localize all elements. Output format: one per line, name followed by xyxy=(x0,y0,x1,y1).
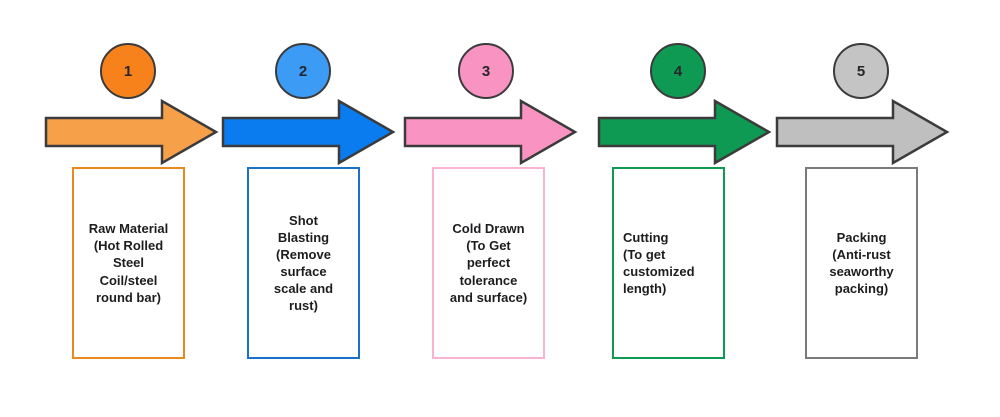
stage-label-5: Packing (Anti-rust seaworthy packing) xyxy=(829,229,894,297)
flow-arrow-4 xyxy=(597,98,772,166)
stage-label-2: Shot Blasting (Remove surface scale and … xyxy=(273,212,334,314)
stage-box-1[interactable]: Raw Material (Hot Rolled Steel Coil/stee… xyxy=(72,167,185,359)
flow-arrow-5-icon xyxy=(775,98,950,166)
flow-arrow-4-icon xyxy=(597,98,772,166)
stage-box-5[interactable]: Packing (Anti-rust seaworthy packing) xyxy=(805,167,918,359)
stage-label-1: Raw Material (Hot Rolled Steel Coil/stee… xyxy=(88,221,169,305)
step-circle-4[interactable]: 4 xyxy=(650,43,706,99)
stage-label-3: Cold Drawn (To Get perfect tolerance and… xyxy=(449,221,528,305)
step-circle-5[interactable]: 5 xyxy=(833,43,889,99)
flow-arrow-1 xyxy=(44,98,219,166)
flow-arrow-3-icon xyxy=(403,98,578,166)
step-number-2: 2 xyxy=(298,62,308,80)
stage-box-2[interactable]: Shot Blasting (Remove surface scale and … xyxy=(247,167,360,359)
stage-box-4[interactable]: Cutting (To get customized length) xyxy=(612,167,725,359)
flow-arrow-1-icon xyxy=(44,98,219,166)
step-circle-3[interactable]: 3 xyxy=(458,43,514,99)
flow-arrow-2-icon xyxy=(221,98,396,166)
flow-arrow-2 xyxy=(221,98,396,166)
stage-label-4: Cutting (To get customized length) xyxy=(623,229,695,297)
step-number-3: 3 xyxy=(481,62,491,80)
stage-box-3[interactable]: Cold Drawn (To Get perfect tolerance and… xyxy=(432,167,545,359)
step-number-5: 5 xyxy=(856,62,866,80)
step-number-1: 1 xyxy=(123,62,133,80)
step-number-4: 4 xyxy=(673,62,683,80)
step-circle-2[interactable]: 2 xyxy=(275,43,331,99)
flow-arrow-5 xyxy=(775,98,950,166)
flow-arrow-3 xyxy=(403,98,578,166)
step-circle-1[interactable]: 1 xyxy=(100,43,156,99)
